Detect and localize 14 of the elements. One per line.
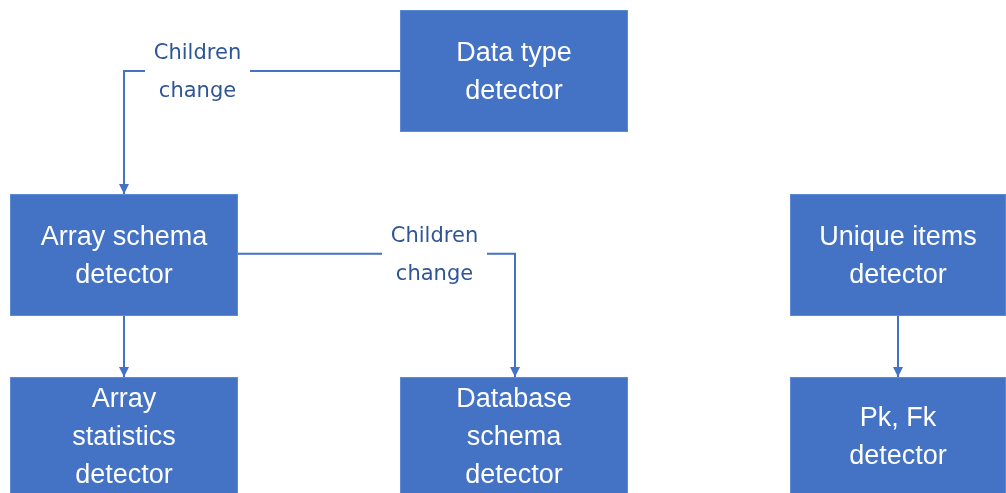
box-label: Database schema detector <box>455 382 573 491</box>
process-box <box>790 377 1006 493</box>
process-box <box>10 194 238 316</box>
box-label: Array statistics detector <box>71 382 177 491</box>
arrow <box>893 315 903 378</box>
box-label: Array schema detector <box>39 220 209 291</box>
process-box <box>400 10 628 132</box>
box-label: Unique items detector <box>818 220 978 291</box>
arrow <box>119 315 129 378</box>
box-label: Data type detector <box>455 36 573 107</box>
process-box <box>10 377 238 493</box>
box-label: Pk, Fk detector <box>848 401 948 472</box>
process-box <box>400 377 628 493</box>
process-box <box>790 194 1006 316</box>
